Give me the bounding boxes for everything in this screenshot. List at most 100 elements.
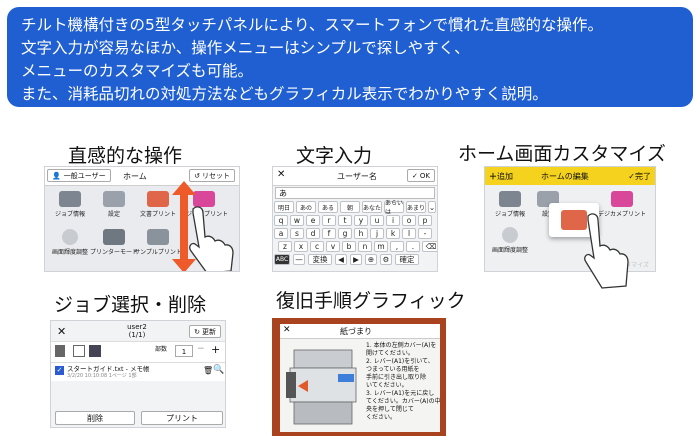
key-k[interactable]: k	[386, 228, 400, 239]
job-user-name: user2	[127, 323, 147, 331]
user-icon: 👤	[52, 171, 61, 180]
suggestion-key[interactable]: あまり	[406, 201, 426, 213]
key-h[interactable]: h	[354, 228, 368, 239]
minus-icon[interactable]: −	[197, 344, 205, 354]
key-r[interactable]: r	[322, 215, 336, 226]
suggestion-key[interactable]: あなた	[362, 201, 382, 213]
key-z[interactable]: z	[278, 241, 292, 252]
key-j[interactable]: j	[370, 228, 384, 239]
tile-printer-mode[interactable]: プリンターモード	[89, 229, 139, 256]
key-w[interactable]: w	[290, 215, 304, 226]
suggestion-key[interactable]: 朝	[340, 201, 360, 213]
job-list-item[interactable]: ✓ スタートガイド.txt - メモ帳 3/2/20 10:10:08 1ページ…	[51, 363, 225, 381]
title-home-custom: ホーム画面カスタマイズ	[458, 143, 666, 165]
tile-job-info[interactable]: ジョブ情報	[45, 191, 95, 218]
key-t[interactable]: t	[338, 215, 352, 226]
delete-button[interactable]: 削除	[55, 411, 135, 425]
checkbox-icon[interactable]: ✓	[55, 366, 64, 375]
grid-view-icon[interactable]	[73, 345, 85, 357]
key-,[interactable]: ,	[390, 241, 404, 252]
key-e[interactable]: e	[306, 215, 320, 226]
zoom-icon[interactable]: 🔍	[213, 365, 225, 375]
chevron-down-icon[interactable]: ⌄	[428, 201, 436, 213]
key-b[interactable]: b	[342, 241, 356, 252]
trash-icon[interactable]: 🗑	[203, 366, 214, 375]
key-c[interactable]: c	[310, 241, 324, 252]
close-icon[interactable]: ✕	[57, 325, 67, 338]
suggestion-key[interactable]: あの	[296, 201, 316, 213]
recovery-step-line: 手前に引き出し取り除	[366, 374, 427, 381]
key-q[interactable]: q	[274, 215, 288, 226]
tile-settings[interactable]: 設定	[89, 191, 139, 218]
suggestion-key[interactable]: 明日	[274, 201, 294, 213]
suggestion-key[interactable]: あらいは	[384, 200, 404, 216]
printer-illustration-icon	[286, 349, 357, 425]
home-custom-screen: ＋追加 ホームの編集 ✓完了 ジョブ情報 設定 デジカメプリント 画面輝度調整 …	[484, 166, 656, 272]
camera-print-icon	[193, 191, 215, 207]
list-view-icon[interactable]	[89, 345, 101, 357]
add-button[interactable]: ＋追加	[489, 172, 513, 181]
title-text-input: 文字入力	[296, 145, 373, 167]
abc-key[interactable]: ABC	[274, 254, 290, 265]
key-d[interactable]: d	[306, 228, 320, 239]
key-g[interactable]: g	[338, 228, 352, 239]
key-u[interactable]: u	[370, 215, 384, 226]
reset-button[interactable]: ↺リセット	[189, 169, 235, 182]
key-p[interactable]: p	[418, 215, 432, 226]
tile-brightness[interactable]: 画面輝度調整	[45, 229, 95, 256]
usb-print-icon	[561, 210, 587, 230]
settings-icon[interactable]: ⚙	[380, 254, 392, 265]
custom-tile-job-info[interactable]: ジョブ情報	[485, 191, 535, 218]
suggestion-key[interactable]: ある	[318, 201, 338, 213]
key-y[interactable]: y	[354, 215, 368, 226]
plus-icon[interactable]: +	[211, 343, 221, 356]
key-m[interactable]: m	[374, 241, 388, 252]
edit-header: ＋追加 ホームの編集 ✓完了	[485, 167, 655, 185]
done-button[interactable]: ✓完了	[628, 172, 651, 181]
mic-icon[interactable]: —	[293, 254, 305, 265]
custom-tile-brightness[interactable]: 画面輝度調整	[485, 227, 535, 254]
arrow-left-icon[interactable]: ◀	[335, 254, 347, 265]
tile-sample-print[interactable]: サンプルプリント	[133, 229, 183, 256]
backspace-icon[interactable]: ⌫	[422, 241, 437, 252]
tile-camera-print[interactable]: デジカメプリント	[179, 191, 229, 218]
update-button[interactable]: ↻更新	[189, 325, 221, 338]
close-icon[interactable]: ✕	[277, 169, 286, 180]
key-i[interactable]: i	[386, 215, 400, 226]
key-a[interactable]: a	[274, 228, 288, 239]
banner-line-4: また、消耗品切れの対処方法などもグラフィカル表示でわかりやすく説明。	[21, 85, 548, 103]
key-o[interactable]: o	[402, 215, 416, 226]
close-icon[interactable]: ✕	[283, 325, 291, 335]
ok-button[interactable]: ✓OK	[407, 169, 435, 182]
key-l[interactable]: l	[402, 228, 416, 239]
copies-input[interactable]: 1	[175, 345, 193, 357]
text-field[interactable]: あ	[275, 187, 435, 199]
tile-doc-print[interactable]: 文書プリント	[133, 191, 183, 218]
key-x[interactable]: x	[294, 241, 308, 252]
arrow-right-icon[interactable]: ▶	[350, 254, 362, 265]
key-s[interactable]: s	[290, 228, 304, 239]
banner-line-3: メニューのカスタマイズも可能。	[21, 62, 254, 80]
copies-label: 部数	[155, 346, 168, 353]
convert-key[interactable]: 変換	[308, 254, 332, 265]
confirm-key[interactable]: 確定	[395, 254, 419, 265]
key-n[interactable]: n	[358, 241, 372, 252]
key-v[interactable]: v	[326, 241, 340, 252]
globe-icon[interactable]: ⊕	[365, 254, 377, 265]
recovery-step-line: 1. 本体の左側カバー(A)を	[366, 342, 437, 349]
intuitive-header: 👤一般ユーザー ホーム ↺リセット	[45, 167, 239, 186]
job-item-name: スタートガイド.txt - メモ帳	[67, 365, 150, 373]
custom-tile-camera-print[interactable]: デジカメプリント	[597, 191, 647, 218]
job-user: user2 (1/1)	[117, 323, 157, 339]
home-label: ホーム	[123, 172, 147, 181]
brightness-icon	[502, 227, 518, 243]
job-info-icon	[59, 191, 81, 207]
user-chip[interactable]: 👤一般ユーザー	[47, 169, 111, 182]
camera-print-icon	[611, 191, 633, 207]
key-.[interactable]: .	[406, 241, 420, 252]
print-button[interactable]: プリント	[141, 411, 223, 425]
key-f[interactable]: f	[322, 228, 336, 239]
user-label: 一般ユーザー	[63, 171, 106, 180]
key--[interactable]: -	[418, 228, 432, 239]
recovery-steps: 1. 本体の左側カバー(A)を開けてください。2. レバー(A1)を引いて、つま…	[366, 342, 441, 422]
